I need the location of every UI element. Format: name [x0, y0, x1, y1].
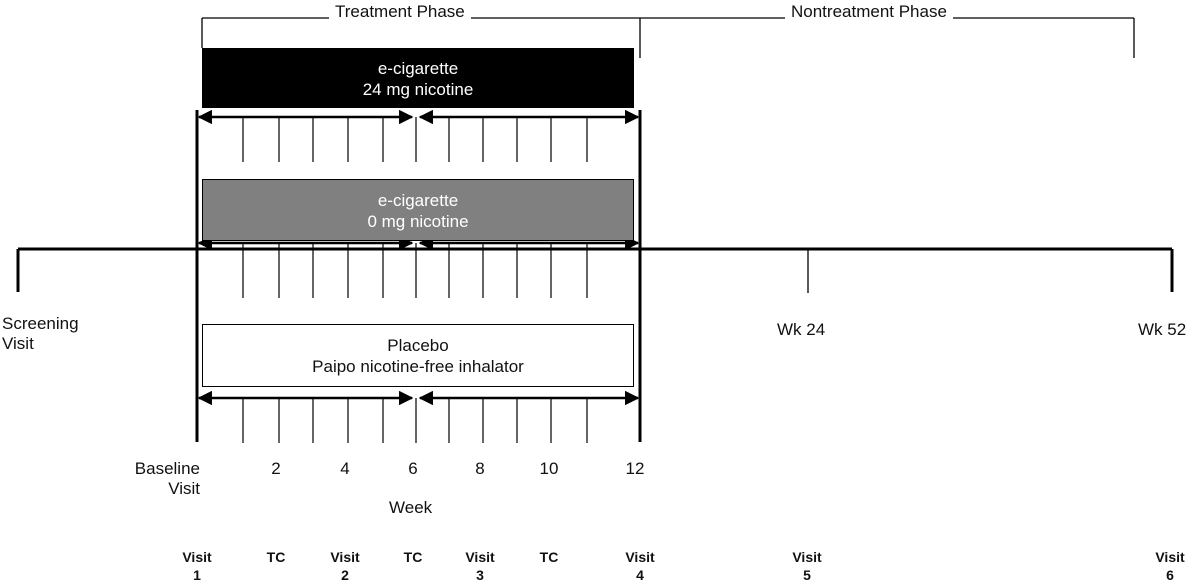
arm-ecig-0mg: e-cigarette 0 mg nicotine: [202, 179, 634, 241]
week-tick-label: 12: [625, 459, 645, 478]
week-tick-label: 4: [340, 459, 350, 478]
visit-6: Visit 6: [1155, 548, 1184, 584]
visit-label: Visit: [625, 549, 655, 565]
wk52-label: Wk 52: [1138, 320, 1187, 339]
arm-ecig-24mg-line2: 24 mg nicotine: [362, 80, 474, 99]
arm-ecig-0mg-line2: 0 mg nicotine: [367, 212, 469, 231]
tc-label: TC: [539, 549, 559, 565]
tc-label: TC: [403, 549, 423, 565]
arm-ecig-0mg-line1: e-cigarette: [377, 191, 459, 210]
visit-number: 2: [341, 567, 349, 583]
week-tick-label: 8: [475, 459, 485, 478]
week-tick-label: 6: [408, 459, 418, 478]
arm-placebo-line1: Placebo: [387, 336, 449, 355]
tc-label: TC: [266, 549, 286, 565]
screening-line1: Screening: [2, 314, 79, 333]
visit-number: 5: [803, 567, 811, 583]
wk24-label: Wk 24: [777, 320, 826, 339]
arm-ecig-24mg-line1: e-cigarette: [377, 59, 459, 78]
visit-label: Visit: [1155, 549, 1185, 565]
visit-number: 4: [636, 567, 644, 583]
week-tick-label: 10: [539, 459, 559, 478]
tc-3: TC: [540, 548, 559, 566]
nontreatment-phase-label: Nontreatment Phase: [785, 2, 953, 22]
arm-placebo-line2: Paipo nicotine-free inhalator: [312, 357, 524, 376]
visit-label: Visit: [465, 549, 495, 565]
visit-1: Visit 1: [182, 548, 211, 584]
treatment-phase-label: Treatment Phase: [329, 2, 471, 22]
week-ticks: [242, 117, 588, 443]
visit-2: Visit 2: [330, 548, 359, 584]
visit-3: Visit 3: [465, 548, 494, 584]
baseline-visit-label: Baseline Visit: [115, 459, 200, 499]
visit-label: Visit: [182, 549, 212, 565]
nontreatment-phase-bracket: [639, 17, 1135, 58]
tc-1: TC: [267, 548, 286, 566]
week-tick-label: 2: [271, 459, 281, 478]
baseline-line2: Visit: [168, 479, 200, 498]
week-axis-label: Week: [389, 498, 433, 517]
main-timeline: [16, 247, 1174, 293]
baseline-line1: Baseline: [134, 459, 200, 478]
visit-label: Visit: [792, 549, 822, 565]
arm-placebo: Placebo Paipo nicotine-free inhalator: [202, 324, 634, 387]
visit-5: Visit 5: [792, 548, 821, 584]
visit-label: Visit: [330, 549, 360, 565]
visit-number: 3: [476, 567, 484, 583]
arm-arrows: [197, 109, 640, 406]
treatment-phase-bracket: [201, 17, 640, 48]
visit-number: 6: [1166, 567, 1174, 583]
arm-ecig-24mg: e-cigarette 24 mg nicotine: [202, 48, 634, 108]
visit-number: 1: [193, 567, 201, 583]
screening-visit-label: Screening Visit: [2, 314, 79, 354]
visit-4: Visit 4: [625, 548, 654, 584]
screening-line2: Visit: [2, 334, 34, 353]
tc-2: TC: [404, 548, 423, 566]
